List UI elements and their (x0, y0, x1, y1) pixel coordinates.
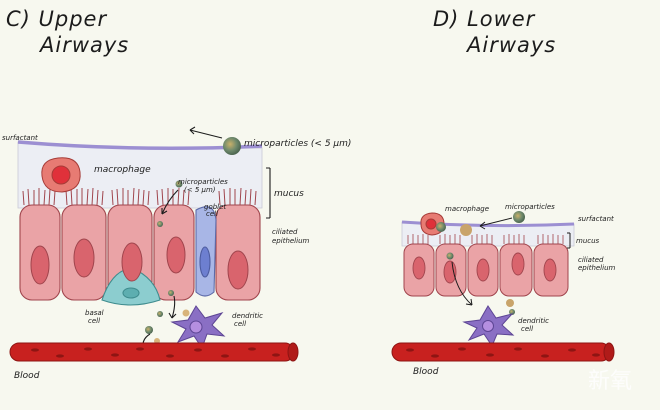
upper-cilia (22, 187, 257, 206)
upper-title-line2: Airways (38, 33, 129, 57)
upper-surfactant-label: surfactant (2, 134, 38, 142)
upper-ciliated-label-1: ciliated (272, 228, 298, 236)
lower-title-line1: D) Lower (433, 7, 536, 31)
nucleus (166, 236, 186, 274)
lower-surfactant-label: surfactant (578, 215, 614, 223)
lower-dendritic-cell (462, 305, 515, 348)
upper-macrophage-label: macrophage (94, 165, 151, 175)
upper-blood-vessel (9, 342, 299, 362)
lower-microparticles-label: microparticles (505, 203, 555, 211)
upper-ciliated-label-2: epithelium (272, 237, 310, 245)
microparticle (168, 290, 174, 296)
microparticle (157, 311, 163, 317)
goblet-label-1: goblet (204, 203, 226, 211)
nucleus (121, 242, 143, 282)
upper-macrophage (41, 157, 81, 193)
upper-microparticles-small-label-2: (< 5 μm) (184, 186, 216, 194)
upper-epithelium (19, 204, 261, 306)
lower-cilia (407, 234, 564, 244)
microparticle (175, 180, 183, 188)
upper-microparticles-small-label-1: microparticles (178, 178, 228, 186)
nucleus (73, 238, 95, 278)
watermark: 新氧 (588, 369, 632, 394)
lower-mucus-label: mucus (576, 237, 600, 245)
lower-ciliated-label-2: epithelium (578, 264, 616, 272)
upper-dendritic-cell (170, 305, 226, 350)
basal-label-2: cell (88, 317, 100, 325)
upper-nuclei (30, 236, 249, 290)
microparticle (157, 221, 163, 227)
basal-nucleus (122, 287, 140, 299)
basal-label-1: basal (85, 309, 104, 317)
upper-arrows (139, 126, 271, 353)
microparticle (145, 326, 153, 334)
upper-mucus-label: mucus (274, 189, 304, 199)
upper-blood-label: Blood (14, 371, 40, 381)
upper-dendritic-label-2: cell (234, 320, 246, 328)
upper-dendritic-label-1: dendritic (232, 312, 263, 320)
lower-title-line2: Airways (465, 33, 556, 57)
lower-airways-panel: D) Lower Airways (391, 7, 616, 377)
goblet-label-2: cell (206, 210, 218, 218)
lower-dendritic-label-1: dendritic (518, 317, 549, 325)
goblet-nucleus (199, 246, 211, 278)
upper-airways-panel: C) Upper Airways (2, 7, 351, 381)
lower-blood-label: Blood (413, 367, 439, 377)
lower-blood-vessel (391, 342, 615, 362)
lower-particles (436, 211, 525, 315)
nucleus (227, 250, 249, 290)
upper-title-line1: C) Upper (6, 7, 107, 31)
lower-ciliated-label-1: ciliated (578, 256, 604, 264)
upper-microparticles-label: microparticles (< 5 μm) (244, 139, 351, 149)
nucleus (30, 245, 50, 285)
lower-macrophage-label: macrophage (445, 205, 489, 213)
lower-arrows (451, 217, 571, 306)
basal-cell (101, 267, 161, 306)
microparticle-large (223, 137, 241, 155)
lower-dendritic-label-2: cell (521, 325, 533, 333)
